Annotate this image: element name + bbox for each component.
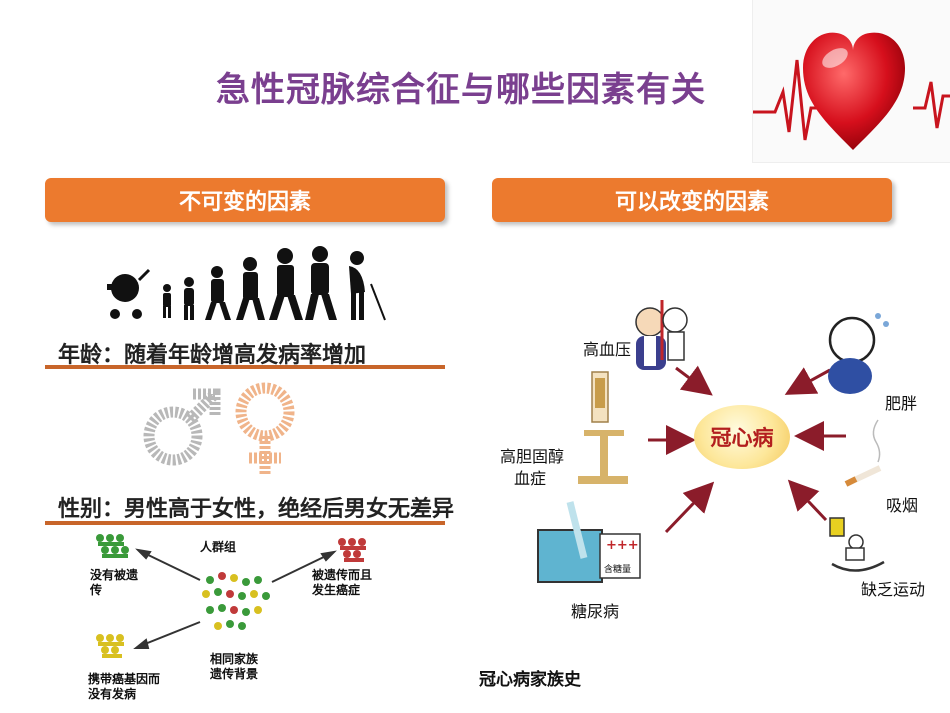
divider-line	[45, 521, 445, 525]
aging-silhouettes-image	[107, 246, 386, 321]
obesity-figure-icon	[828, 313, 889, 394]
page-title: 急性冠脉综合征与哪些因素有关	[216, 70, 706, 110]
diabetes-beaker-icon	[537, 501, 641, 583]
risk-factor-arrows	[537, 300, 889, 583]
divider-line	[45, 365, 445, 369]
sex-factor-text: 性别：男性高于女性，绝经后男女无差异	[58, 497, 455, 522]
cigarette-icon	[844, 419, 882, 487]
heart-icon	[753, 32, 950, 151]
crowd-group-label: 人群组	[200, 540, 237, 554]
age-factor-text: 年龄：随着年龄增高发病率增加	[58, 343, 367, 368]
rocking-chair-figure-icon	[829, 517, 885, 572]
carrier-label: 携带癌基因而没有发病	[88, 672, 161, 701]
hypertension-label: 高血压	[583, 340, 632, 359]
hypertension-figure-icon	[635, 300, 688, 370]
male-symbol-icon	[143, 388, 221, 466]
cholesterol-apparatus-icon	[578, 371, 628, 484]
heart-ecg-image	[752, 0, 950, 163]
glucose-plus-text: +++	[606, 538, 639, 553]
exercise-label: 缺乏运动	[861, 580, 926, 599]
diabetes-label: 糖尿病	[571, 602, 620, 621]
cholesterol-label: 高胆固醇血症	[500, 447, 565, 488]
family-history-diagram	[96, 534, 366, 658]
same-family-label: 相同家族遗传背景	[210, 652, 259, 681]
glucose-label: 含糖量	[604, 565, 632, 575]
immutable-factors-header: 不可变的因素	[45, 178, 445, 222]
gender-symbols-image	[143, 382, 295, 474]
inherit-sick-label: 被遗传而且发生癌症	[312, 568, 373, 597]
female-symbol-icon	[235, 382, 295, 474]
family-history-caption: 冠心病家族史	[479, 670, 581, 690]
smoking-label: 吸烟	[886, 496, 919, 515]
coronary-disease-center: 冠心病	[694, 405, 790, 469]
obesity-label: 肥胖	[885, 394, 918, 413]
modifiable-factors-header: 可以改变的因素	[492, 178, 892, 222]
no-inherit-label: 没有被遗传	[90, 568, 139, 597]
